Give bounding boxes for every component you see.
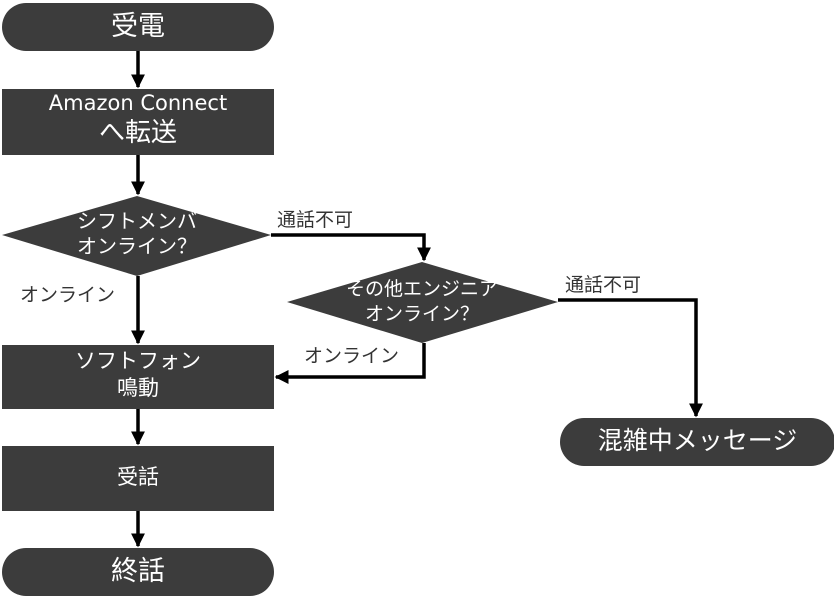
softphone-label-line2: 鳴動: [117, 376, 159, 400]
answer-label: 受話: [117, 465, 159, 489]
edge-label-shift-unavailable: 通話不可: [277, 209, 354, 231]
edge-label-other-unavailable: 通話不可: [565, 274, 642, 296]
transfer-label-line2: へ転送: [98, 118, 177, 148]
decision-shift-shape: [2, 196, 271, 276]
decision-shift-line1: シフトメンバ: [77, 209, 197, 233]
end-terminal-shape: [2, 548, 274, 596]
edge-decision-to-other: [271, 233, 431, 262]
transfer-label-line1: Amazon Connect: [48, 91, 228, 115]
start-label: 受電: [111, 11, 165, 42]
end-label: 終話: [111, 556, 165, 587]
answer-process-shape: [2, 446, 274, 511]
edge-other-to-softphone: [274, 343, 426, 384]
busy-terminal-shape: [560, 418, 834, 466]
edge-label-shift-online: オンライン: [20, 284, 116, 306]
busy-label: 混雑中メッセージ: [597, 426, 798, 455]
softphone-process-shape: [2, 345, 274, 409]
softphone-label-line1: ソフトフォン: [75, 349, 201, 373]
transfer-process-shape: [2, 89, 274, 155]
edge-label-other-online: オンライン: [304, 345, 400, 367]
decision-other-shape: [287, 262, 558, 343]
decision-other-line2: オンライン？: [364, 303, 479, 325]
start-terminal-shape: [2, 3, 274, 51]
edge-other-to-busy: [558, 298, 703, 418]
decision-shift-line2: オンライン？: [77, 234, 197, 258]
decision-other-line1: その他エンジニア: [345, 278, 498, 300]
